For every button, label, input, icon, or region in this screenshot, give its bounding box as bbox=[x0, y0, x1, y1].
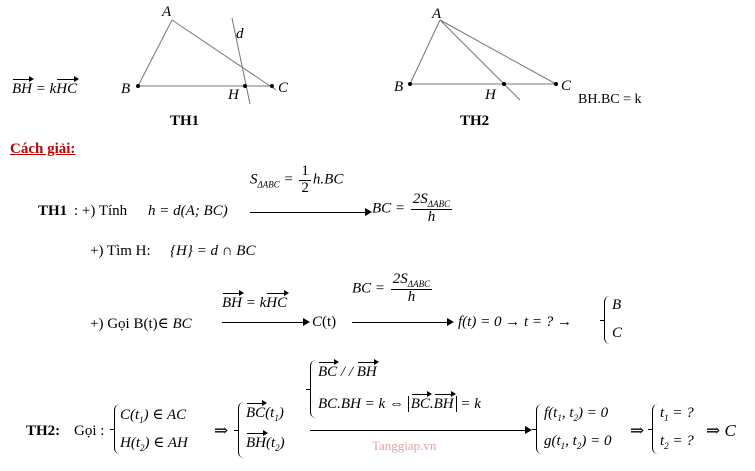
label-b: B bbox=[394, 79, 403, 95]
th2-label: TH2: bbox=[26, 423, 61, 439]
relation-th1: BH = kHC bbox=[12, 76, 79, 97]
point-b bbox=[408, 82, 412, 86]
th2-sys3-brace bbox=[532, 404, 543, 454]
point-b bbox=[136, 84, 140, 88]
label-a: A bbox=[161, 4, 172, 20]
th1-step1-expr: h = d(A; BC) bbox=[148, 203, 228, 219]
th2-sys4-line2: t2 = ? bbox=[660, 433, 694, 451]
th2-cond2: BC.BH = k ⇔ BC.BH = k bbox=[318, 391, 481, 412]
figure-th2: A B C H bbox=[394, 6, 572, 103]
th1-step3-brace-top: B bbox=[612, 297, 622, 313]
segment-ac bbox=[439, 19, 557, 85]
th1-step3-prefix: +) Gọi B(t)∈ BC bbox=[90, 316, 192, 332]
th1-step3-brace bbox=[600, 296, 611, 344]
th2-sys4-brace bbox=[648, 404, 659, 454]
th2-sys2-brace bbox=[234, 402, 245, 458]
th2-sys3-line1: f(t1, t2) = 0 bbox=[544, 405, 609, 423]
th2-arrow bbox=[310, 426, 532, 434]
th2-implies-2: ⇒ bbox=[630, 421, 645, 440]
point-h bbox=[243, 84, 247, 88]
segment-ab bbox=[409, 19, 441, 85]
solution-heading: Cách giải: bbox=[10, 141, 76, 157]
caption-th2: TH2 bbox=[460, 113, 490, 129]
label-c: C bbox=[561, 78, 572, 94]
watermark: Tanggiap.vn bbox=[372, 438, 437, 453]
th1-step3-mid: C(t) bbox=[312, 314, 337, 330]
figure-th1: A B C H d bbox=[121, 4, 289, 105]
point-c bbox=[270, 84, 274, 88]
segment-ac bbox=[171, 19, 277, 91]
th1-step2-prefix: +) Tìm H: bbox=[90, 243, 151, 259]
th2-sys1-line1: C(t1) ∈ AC bbox=[120, 407, 187, 425]
th2-cond1: BC / / BH bbox=[318, 359, 379, 380]
th1-step1-arrow bbox=[250, 208, 372, 216]
th1-step1-prefix: : +) Tính bbox=[74, 203, 128, 219]
segment-ah bbox=[439, 19, 521, 101]
segment-ab bbox=[137, 19, 173, 87]
th2-implies-1: ⇒ bbox=[214, 421, 229, 440]
th2-sys1-brace bbox=[110, 404, 121, 454]
th2-sys2-line2: BH(t2) bbox=[246, 430, 285, 453]
th2-sys3-line2: g(t1, t2) = 0 bbox=[544, 433, 612, 451]
label-h: H bbox=[484, 87, 497, 103]
label-d: d bbox=[236, 26, 244, 42]
point-h bbox=[502, 82, 506, 86]
th2-final: ⇒ C bbox=[706, 421, 736, 440]
th2-prefix: Gọi : bbox=[74, 423, 105, 439]
caption-th1: TH1 bbox=[170, 113, 200, 129]
label-b: B bbox=[121, 81, 130, 97]
th2-cond-brace bbox=[306, 360, 317, 418]
point-c bbox=[554, 82, 558, 86]
th1-label: TH1 bbox=[38, 203, 68, 219]
relation-th2: BH.BC = k bbox=[578, 92, 642, 107]
line-d bbox=[231, 17, 251, 105]
label-h: H bbox=[227, 87, 240, 103]
label-c: C bbox=[278, 80, 289, 96]
th1-step3-brace-bottom: C bbox=[612, 325, 623, 341]
th1-step3-arrow1-label: BH = kHC bbox=[222, 290, 289, 311]
th1-step2-expr: {H} = d ∩ BC bbox=[170, 243, 256, 259]
th1-step3-result: f(t) = 0 → t = ? → bbox=[458, 314, 572, 330]
th2-sys2-line1: BC(t1) bbox=[246, 400, 284, 423]
label-a: A bbox=[431, 6, 442, 22]
th1-step3-arrow1 bbox=[222, 318, 310, 326]
th1-step3-arrow2 bbox=[352, 318, 454, 326]
th2-sys4-line1: t1 = ? bbox=[660, 405, 694, 423]
th2-sys1-line2: H(t2) ∈ AH bbox=[120, 435, 188, 453]
